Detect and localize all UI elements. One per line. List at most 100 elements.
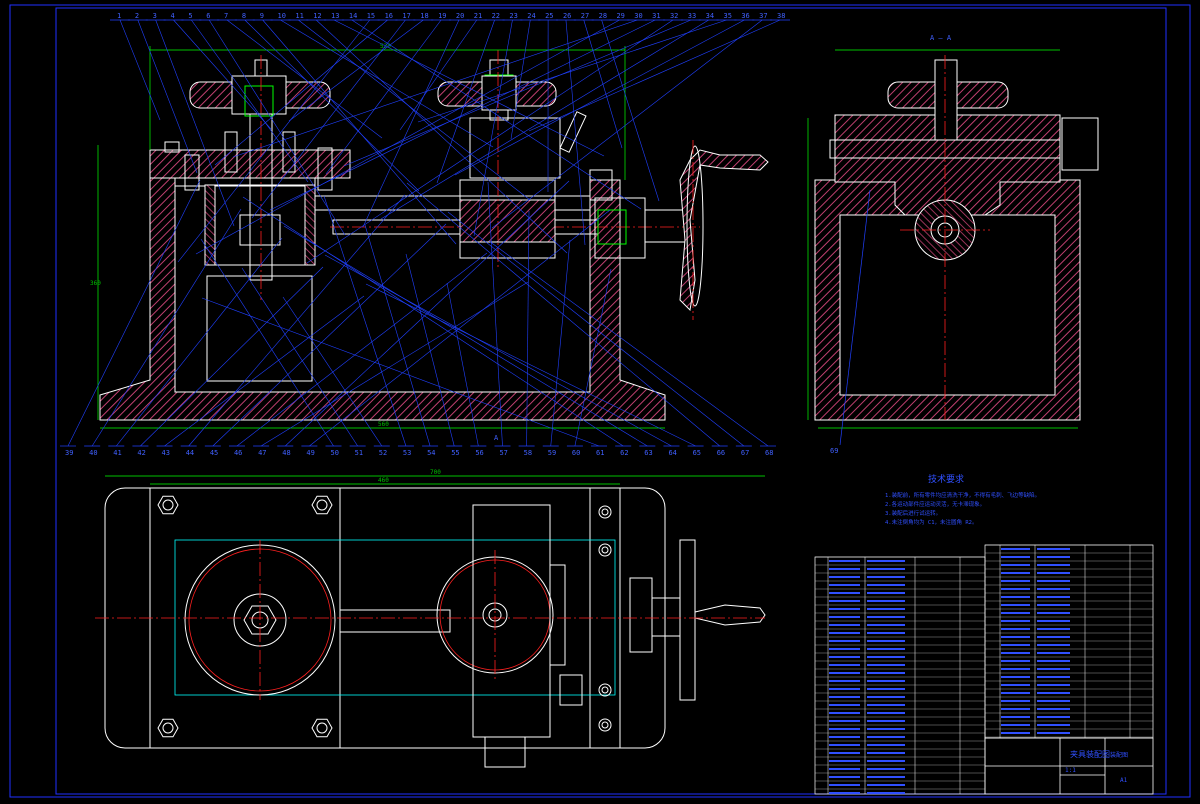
technical-notes: 技术要求 1.装配前，所有零件均应清洗干净，不得有毛刺、飞边等缺陷。 2.各运动…	[885, 473, 1040, 526]
title-block: 夹具装配图 装配图 1:1 A1	[985, 738, 1153, 794]
section-title: A — A	[930, 34, 952, 42]
note-line-2: 2.各运动部件应运动灵活，无卡滞现象。	[885, 500, 985, 508]
scale: 1:1	[1065, 767, 1076, 774]
balloon-bottom-45: 45	[210, 449, 218, 457]
balloon-bottom-59: 59	[548, 449, 556, 457]
balloon-bottom-46: 46	[234, 449, 242, 457]
balloon-top-30: 30	[634, 12, 642, 20]
side-bolt-0	[599, 506, 611, 518]
balloon-bottom-41: 41	[113, 449, 121, 457]
balloon-bottom-53: 53	[403, 449, 411, 457]
column-housing	[205, 185, 315, 265]
balloon-top-37: 37	[759, 12, 767, 20]
balloon-bottom-64: 64	[668, 449, 676, 457]
balloon-top-22: 22	[492, 12, 500, 20]
balloon-bottom-48: 48	[282, 449, 290, 457]
note-line-1: 1.装配前，所有零件均应清洗干净，不得有毛刺、飞边等缺陷。	[885, 491, 1040, 499]
balloon-bottom-44: 44	[186, 449, 194, 457]
balloon-top-21: 21	[474, 12, 482, 20]
balloon-top-33: 33	[688, 12, 696, 20]
balloon-bottom-65: 65	[693, 449, 701, 457]
notes-title: 技术要求	[928, 473, 964, 485]
balloon-top-25: 25	[545, 12, 553, 20]
balloon-top-16: 16	[385, 12, 393, 20]
balloon-top-19: 19	[438, 12, 446, 20]
dim-outer: 700	[430, 469, 441, 476]
balloon-bottom-67: 67	[741, 449, 749, 457]
balloon-top-27: 27	[581, 12, 589, 20]
balloon-bottom-52: 52	[379, 449, 387, 457]
balloon-top-4: 4	[171, 12, 175, 20]
balloon-bottom-47: 47	[258, 449, 266, 457]
balloon-top-35: 35	[723, 12, 731, 20]
balloon-bottom-51: 51	[355, 449, 363, 457]
balloon-top-28: 28	[599, 12, 607, 20]
balloon-top-34: 34	[706, 12, 714, 20]
side-bolt-1	[599, 544, 611, 556]
balloon-top-31: 31	[652, 12, 660, 20]
balloon-top-9: 9	[260, 12, 264, 20]
balloon-bottom-61: 61	[596, 449, 604, 457]
hex-bolt-2	[158, 719, 178, 736]
balloon-top-11: 11	[295, 12, 303, 20]
balloon-top-20: 20	[456, 12, 464, 20]
note-line-4: 4.未注倒角均为 C1，未注圆角 R2。	[885, 518, 978, 526]
side-view: A — A 69	[808, 34, 1098, 455]
balloon-bottom-54: 54	[427, 449, 435, 457]
dim-inner: 460	[378, 477, 389, 484]
balloon-bottom-42: 42	[137, 449, 145, 457]
balloon-bottom-57: 57	[499, 449, 507, 457]
balloon-bottom-66: 66	[717, 449, 725, 457]
balloon-bottom-50: 50	[331, 449, 339, 457]
balloon-top-38: 38	[777, 12, 785, 20]
section-mark: A	[494, 434, 499, 442]
balloon-top-2: 2	[135, 12, 139, 20]
balloon-top-10: 10	[278, 12, 286, 20]
drawing-number: 装配图	[1110, 751, 1128, 759]
dim-bottom: 560	[378, 421, 389, 428]
side-balloon: 69	[830, 447, 838, 455]
hex-bolt-3	[312, 719, 332, 736]
balloon-bottom-40: 40	[89, 449, 97, 457]
balloon-top-8: 8	[242, 12, 246, 20]
balloon-bottom-68: 68	[765, 449, 773, 457]
balloon-top-24: 24	[527, 12, 535, 20]
balloon-top-36: 36	[741, 12, 749, 20]
hex-bolt-1	[312, 496, 332, 513]
balloon-bottom-39: 39	[65, 449, 73, 457]
balloon-top-6: 6	[206, 12, 210, 20]
sheet-size: A1	[1120, 777, 1128, 784]
balloon-bottom-56: 56	[475, 449, 483, 457]
balloon-top-5: 5	[188, 12, 192, 20]
balloon-top-32: 32	[670, 12, 678, 20]
top-crank	[680, 540, 695, 700]
balloon-top-3: 3	[153, 12, 157, 20]
balloon-bottom-55: 55	[451, 449, 459, 457]
balloon-top-29: 29	[616, 12, 624, 20]
balloon-bottom-49: 49	[306, 449, 314, 457]
side-bolt-2	[599, 684, 611, 696]
balloon-top-18: 18	[420, 12, 428, 20]
balloons-bottom: 39 40 41 42 43 44 45 46 47 48 49 50 51 52 53 54 55 56 57 58…	[65, 449, 773, 457]
balloon-top-14: 14	[349, 12, 357, 20]
balloon-bottom-62: 62	[620, 449, 628, 457]
balloon-bottom-63: 63	[644, 449, 652, 457]
balloon-top-26: 26	[563, 12, 571, 20]
balloon-top-7: 7	[224, 12, 228, 20]
side-bolt-3	[599, 719, 611, 731]
title-name: 夹具装配图	[1070, 749, 1110, 759]
top-view: 700 460	[95, 469, 765, 767]
balloon-top-23: 23	[509, 12, 517, 20]
frame-base	[100, 175, 665, 420]
balloon-top-15: 15	[367, 12, 375, 20]
balloon-bottom-43: 43	[162, 449, 170, 457]
balloon-bottom-58: 58	[524, 449, 532, 457]
balloon-bottom-60: 60	[572, 449, 580, 457]
balloon-top-12: 12	[313, 12, 321, 20]
balloon-top-13: 13	[331, 12, 339, 20]
balloon-top-17: 17	[402, 12, 410, 20]
